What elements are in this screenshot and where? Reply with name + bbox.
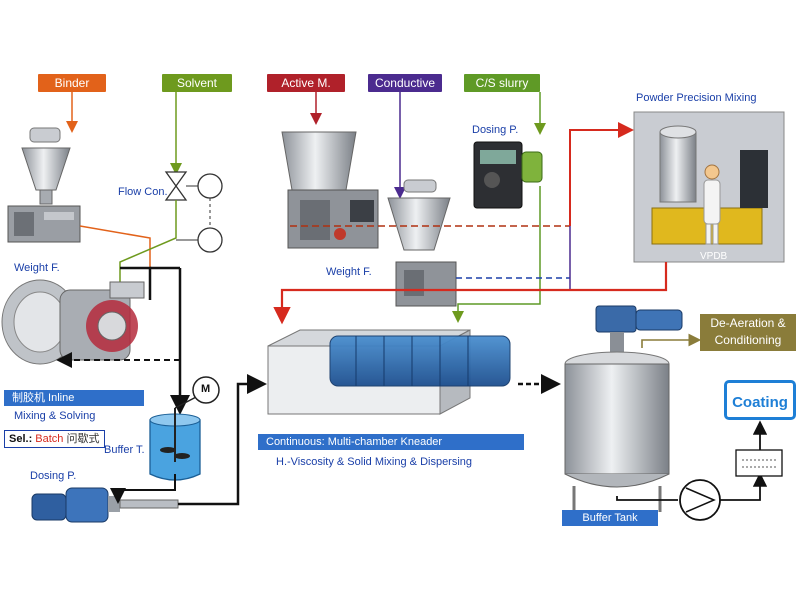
gauge-icon bbox=[197, 173, 223, 253]
selector-batch[interactable]: Sel.: Batch 问歇式 bbox=[4, 430, 105, 448]
label-weight-left: Weight F. bbox=[14, 262, 60, 274]
buffer-tank-bar: Buffer Tank bbox=[562, 510, 658, 526]
inline-mixer-icon bbox=[1, 279, 145, 365]
tag-binder: Binder bbox=[38, 74, 106, 92]
label-flow-con: Flow Con. bbox=[118, 186, 168, 198]
label-dosing-bottom: Dosing P. bbox=[30, 470, 77, 482]
kneader-bar: Continuous: Multi-chamber Kneader bbox=[258, 434, 524, 450]
circulation-pump-icon bbox=[679, 479, 721, 521]
operator-icon bbox=[703, 164, 721, 245]
coating-box[interactable]: Coating bbox=[724, 380, 796, 420]
label-vpdb: VPDB bbox=[700, 251, 728, 262]
label-dosing-top: Dosing P. bbox=[472, 124, 519, 136]
tag-active-m: Active M. bbox=[267, 74, 345, 92]
label-buffer-t: Buffer T. bbox=[104, 444, 145, 456]
label-powder-precision-mixing: Powder Precision Mixing bbox=[636, 92, 757, 104]
sel-suffix: 问歇式 bbox=[66, 433, 100, 445]
tag-solvent: Solvent bbox=[162, 74, 232, 92]
sel-prefix: Sel.: bbox=[9, 433, 33, 445]
deaeration-box: De-Aeration & Conditioning bbox=[700, 314, 796, 351]
kneader-icon bbox=[267, 329, 511, 415]
dosing-pump-top-icon bbox=[473, 141, 543, 209]
active-feeder-icon bbox=[281, 131, 379, 249]
control-box-icon bbox=[735, 449, 783, 477]
jacket-tank-icon bbox=[564, 305, 683, 512]
label-mixing-solving: Mixing & Solving bbox=[14, 410, 96, 422]
flow-valve-icon bbox=[164, 171, 198, 201]
inline-mixer-bar: 制胶机 Inline bbox=[4, 390, 144, 406]
tag-cs-slurry: C/S slurry bbox=[464, 74, 540, 92]
sel-batch: Batch bbox=[35, 433, 64, 445]
pump-icon bbox=[31, 487, 179, 523]
buffer-tank-icon bbox=[149, 394, 201, 481]
binder-hopper-icon bbox=[7, 127, 81, 243]
label-weight-mid: Weight F. bbox=[326, 266, 372, 278]
motor-label: M bbox=[201, 383, 211, 395]
motor-icon bbox=[192, 376, 220, 404]
label-hv-mixing: H.-Viscosity & Solid Mixing & Dispersing bbox=[276, 456, 473, 468]
conductive-feeder-icon bbox=[387, 179, 457, 307]
tag-conductive: Conductive bbox=[368, 74, 442, 92]
